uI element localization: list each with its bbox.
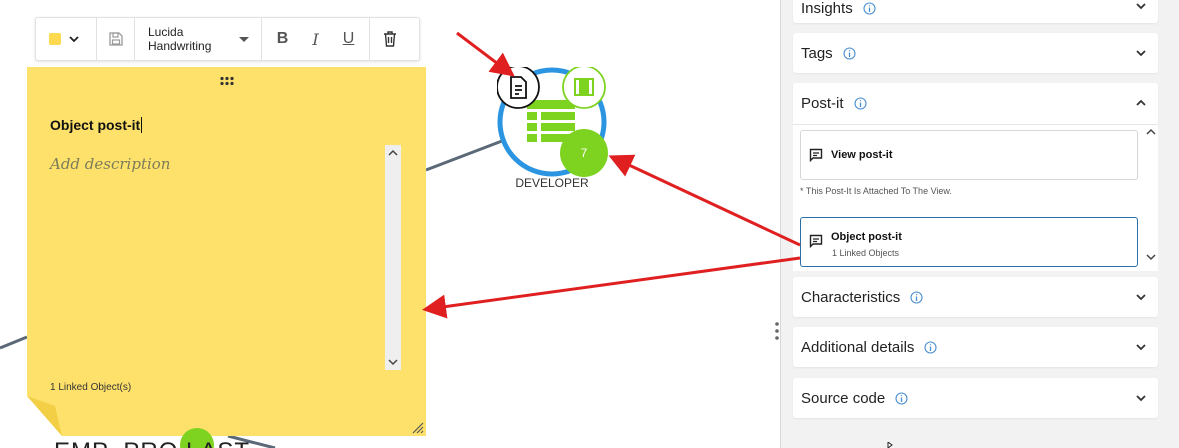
section-tags-label: Tags (801, 44, 833, 62)
document-icon[interactable] (496, 65, 540, 109)
postit-item-title: View post-it (831, 149, 893, 161)
table-icon (527, 100, 575, 142)
section-insights-label: Insights (801, 0, 853, 17)
postit-linked-count: 1 Linked Object(s) (50, 382, 132, 393)
postit-list-scrollbar[interactable] (1144, 125, 1158, 271)
resize-handle-icon[interactable] (412, 422, 424, 434)
section-postit[interactable]: Post-it (793, 83, 1158, 124)
developer-node[interactable]: 7 DEVELOPER (496, 65, 609, 192)
postit-title-input[interactable]: Object post-it (50, 117, 143, 133)
trash-icon (384, 31, 396, 47)
partial-node-label: EMP_PRO LAST (54, 438, 250, 448)
caret-down-icon (239, 36, 249, 42)
chevron-down-icon[interactable] (1134, 46, 1148, 60)
format-group: B I U (262, 18, 370, 60)
font-select-value: Lucida Handwriting (148, 25, 212, 53)
edge-line (0, 335, 28, 350)
postit-item-subtitle: 1 Linked Objects (832, 248, 900, 258)
scroll-down-icon[interactable] (1146, 254, 1156, 261)
node-label: DEVELOPER (515, 176, 589, 190)
partial-badge (180, 428, 214, 448)
info-icon[interactable] (863, 2, 876, 15)
edge-layer (0, 139, 503, 448)
bold-button[interactable]: B (276, 30, 289, 47)
folded-corner (27, 396, 62, 436)
color-swatch (49, 33, 61, 45)
chevron-up-icon[interactable] (1134, 96, 1148, 110)
chevron-down-icon (69, 36, 79, 43)
postit-item-title: Object post-it (831, 231, 902, 243)
section-source-label: Source code (801, 389, 886, 407)
underline-button[interactable]: U (342, 30, 355, 47)
mouse-cursor-icon (887, 442, 893, 448)
edge-line (425, 139, 503, 172)
drag-handle-icon[interactable] (219, 76, 235, 86)
postit-title: Object post-it (50, 117, 141, 133)
postit-item-view[interactable]: View post-it (800, 130, 1138, 180)
info-icon[interactable] (843, 46, 856, 60)
section-characteristics-label: Characteristics (801, 288, 901, 306)
chevron-down-icon[interactable] (1134, 0, 1148, 13)
postit-description-input[interactable]: Add description (50, 155, 171, 173)
chevron-down-icon[interactable] (1134, 340, 1148, 354)
node-badge: 7 (560, 129, 608, 177)
text-caret (141, 117, 143, 133)
section-source-code[interactable]: Source code (793, 378, 1158, 418)
section-characteristics[interactable]: Characteristics (793, 277, 1158, 317)
properties-panel: Insights Tags Post-it View post-it * Thi… (781, 0, 1179, 448)
info-icon[interactable] (924, 340, 937, 354)
postit-toolbar: Lucida Handwriting B I U (35, 17, 420, 61)
scroll-down-icon[interactable] (388, 359, 398, 366)
comment-icon (809, 148, 823, 162)
postit-view-note: * This Post-It Is Attached To The View. (800, 186, 952, 196)
chevron-down-icon[interactable] (1134, 391, 1148, 405)
font-select[interactable]: Lucida Handwriting (135, 18, 262, 60)
scroll-up-icon[interactable] (1146, 128, 1156, 135)
node-badge-count: 7 (580, 146, 588, 160)
comment-icon (809, 234, 823, 248)
info-icon[interactable] (853, 97, 867, 110)
postit-note[interactable]: Object post-it Add description 1 Linked … (27, 67, 426, 436)
section-postit-label: Post-it (801, 95, 844, 112)
postit-item-object[interactable]: Object post-it 1 Linked Objects (800, 217, 1138, 267)
save-icon (104, 27, 128, 51)
diagram-canvas[interactable]: Lucida Handwriting B I U Object post-it … (0, 0, 780, 448)
section-tags[interactable]: Tags (793, 33, 1158, 73)
delete-button[interactable] (370, 18, 410, 60)
section-insights[interactable]: Insights (793, 0, 1158, 23)
save-button[interactable] (97, 18, 135, 60)
chevron-down-icon[interactable] (1134, 290, 1148, 304)
edge-line (227, 434, 276, 448)
section-additional-label: Additional details (801, 338, 915, 356)
splitter-grip-icon[interactable] (774, 321, 780, 341)
info-icon[interactable] (895, 391, 908, 405)
info-icon[interactable] (910, 290, 923, 304)
color-picker[interactable] (36, 18, 97, 60)
section-additional-details[interactable]: Additional details (793, 327, 1158, 367)
column-icon[interactable] (562, 65, 606, 109)
description-scrollbar[interactable] (385, 145, 401, 370)
postit-list: View post-it * This Post-It Is Attached … (793, 124, 1158, 271)
scroll-up-icon[interactable] (388, 149, 398, 156)
italic-button[interactable]: I (312, 29, 319, 49)
